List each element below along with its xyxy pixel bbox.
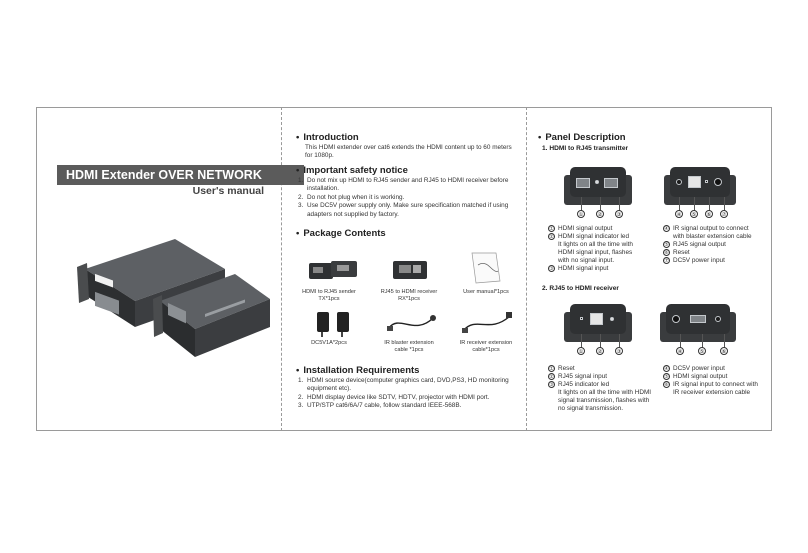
callout-number: ① — [577, 347, 585, 355]
list-item: 3.UTP/STP cat6/6A/7 cable, follow standa… — [298, 402, 462, 410]
tx-rear-panel — [670, 167, 730, 197]
callout-number: ④ — [676, 347, 684, 355]
fold-line — [526, 107, 527, 431]
list-item: 1.Do not mix up HDMI to RJ45 sender and … — [298, 177, 509, 193]
ir-out-jack — [676, 179, 682, 185]
power-adapter-image — [317, 312, 349, 337]
hdmi-output-port — [576, 178, 590, 188]
callout-line — [619, 197, 620, 211]
ir-receiver-cable-image — [462, 312, 512, 333]
callout-line — [679, 197, 680, 211]
callout-number: ④ — [675, 210, 683, 218]
list-item: 3.Use DC5V power supply only. Make sure … — [298, 202, 509, 218]
callout-number: ② — [596, 210, 604, 218]
callout-line — [694, 197, 695, 211]
package-item-label: HDMI to RJ45 sender TX*1pcs — [302, 289, 356, 302]
rj45-output-port — [688, 176, 701, 188]
callout-line — [581, 334, 582, 348]
callout-line — [680, 334, 681, 348]
callout-number: ⑦ — [720, 210, 728, 218]
callout-number: ③ — [615, 347, 623, 355]
callout-number: ⑥ — [705, 210, 713, 218]
receiver-rx-image — [393, 261, 427, 279]
user-manual-image — [471, 252, 501, 284]
hdmi-output-port — [690, 315, 706, 323]
callout-number: ⑤ — [690, 210, 698, 218]
reset-button — [705, 180, 708, 183]
transmitter-unit-image — [153, 274, 270, 357]
package-item-label: RJ45 to HDMI receiver RX*1pcs — [380, 289, 438, 302]
hdmi-input-port — [604, 178, 618, 188]
callout-line — [600, 197, 601, 211]
list-item: 1.HDMI source device(computer graphics c… — [298, 377, 509, 393]
callout-line — [600, 334, 601, 348]
receiver-title: 2. RJ45 to HDMI receiver — [542, 285, 619, 292]
transmitter-title: 1. HDMI to RJ45 transmitter — [542, 145, 629, 152]
callout-number: ② — [596, 347, 604, 355]
manual-sheet — [36, 107, 772, 431]
callout-number: ③ — [615, 210, 623, 218]
installation-heading: Installation Requirements — [296, 365, 419, 376]
callout-line — [619, 334, 620, 348]
callout-line — [702, 334, 703, 348]
cover-panel: HDMI Extender OVER NETWORK User's manual — [37, 107, 304, 431]
info-panel: Introduction This HDMI extender over cat… — [283, 107, 526, 431]
package-item-label: IR blaster extension cable *1pcs — [384, 340, 434, 353]
rj45-indicator-led — [610, 317, 614, 321]
product-illustration — [77, 239, 270, 357]
rx-front-panel — [570, 304, 626, 334]
reset-button — [580, 317, 583, 320]
list-item: 2.HDMI display device like SDTV, HDTV, p… — [298, 393, 490, 401]
safety-list: 1.Do not mix up HDMI to RJ45 sender and … — [298, 177, 520, 219]
introduction-heading: Introduction — [296, 132, 358, 143]
package-item-label: DC5V1A*2pcs — [311, 340, 347, 346]
fold-line — [281, 107, 282, 431]
callout-line — [724, 197, 725, 211]
cover-title: HDMI Extender OVER NETWORK — [57, 165, 304, 185]
dc-power-jack — [672, 315, 680, 323]
callout-number: ⑥ — [720, 347, 728, 355]
callout-line — [724, 334, 725, 348]
tx-front-panel — [570, 167, 626, 197]
callout-line — [581, 197, 582, 211]
package-item-label: IR receiver extension cable*1pcs — [459, 340, 513, 353]
safety-heading: Important safety notice — [296, 165, 408, 176]
introduction-text: This HDMI extender over cat6 extends the… — [305, 144, 512, 160]
callout-line — [709, 197, 710, 211]
installation-list: 1.HDMI source device(computer graphics c… — [298, 377, 520, 411]
ir-in-jack — [715, 316, 721, 322]
package-heading: Package Contents — [296, 228, 385, 239]
rj45-input-port — [590, 313, 603, 325]
hdmi-indicator-led — [595, 180, 599, 184]
sender-tx-image — [309, 261, 357, 279]
callout-number: ① — [577, 210, 585, 218]
list-item: 2.Do not hot plug when it is working. — [298, 193, 405, 201]
panel-description-heading: Panel Description — [538, 132, 625, 143]
cover-subtitle: User's manual — [192, 185, 264, 197]
dc-power-jack — [714, 178, 722, 186]
panel-description: Panel Description 1. HDMI to RJ45 transm… — [528, 107, 771, 431]
rx-rear-panel — [666, 304, 730, 334]
ir-blaster-cable-image — [387, 315, 436, 331]
callout-number: ⑤ — [698, 347, 706, 355]
package-item-label: User manual*1pcs — [463, 289, 509, 295]
